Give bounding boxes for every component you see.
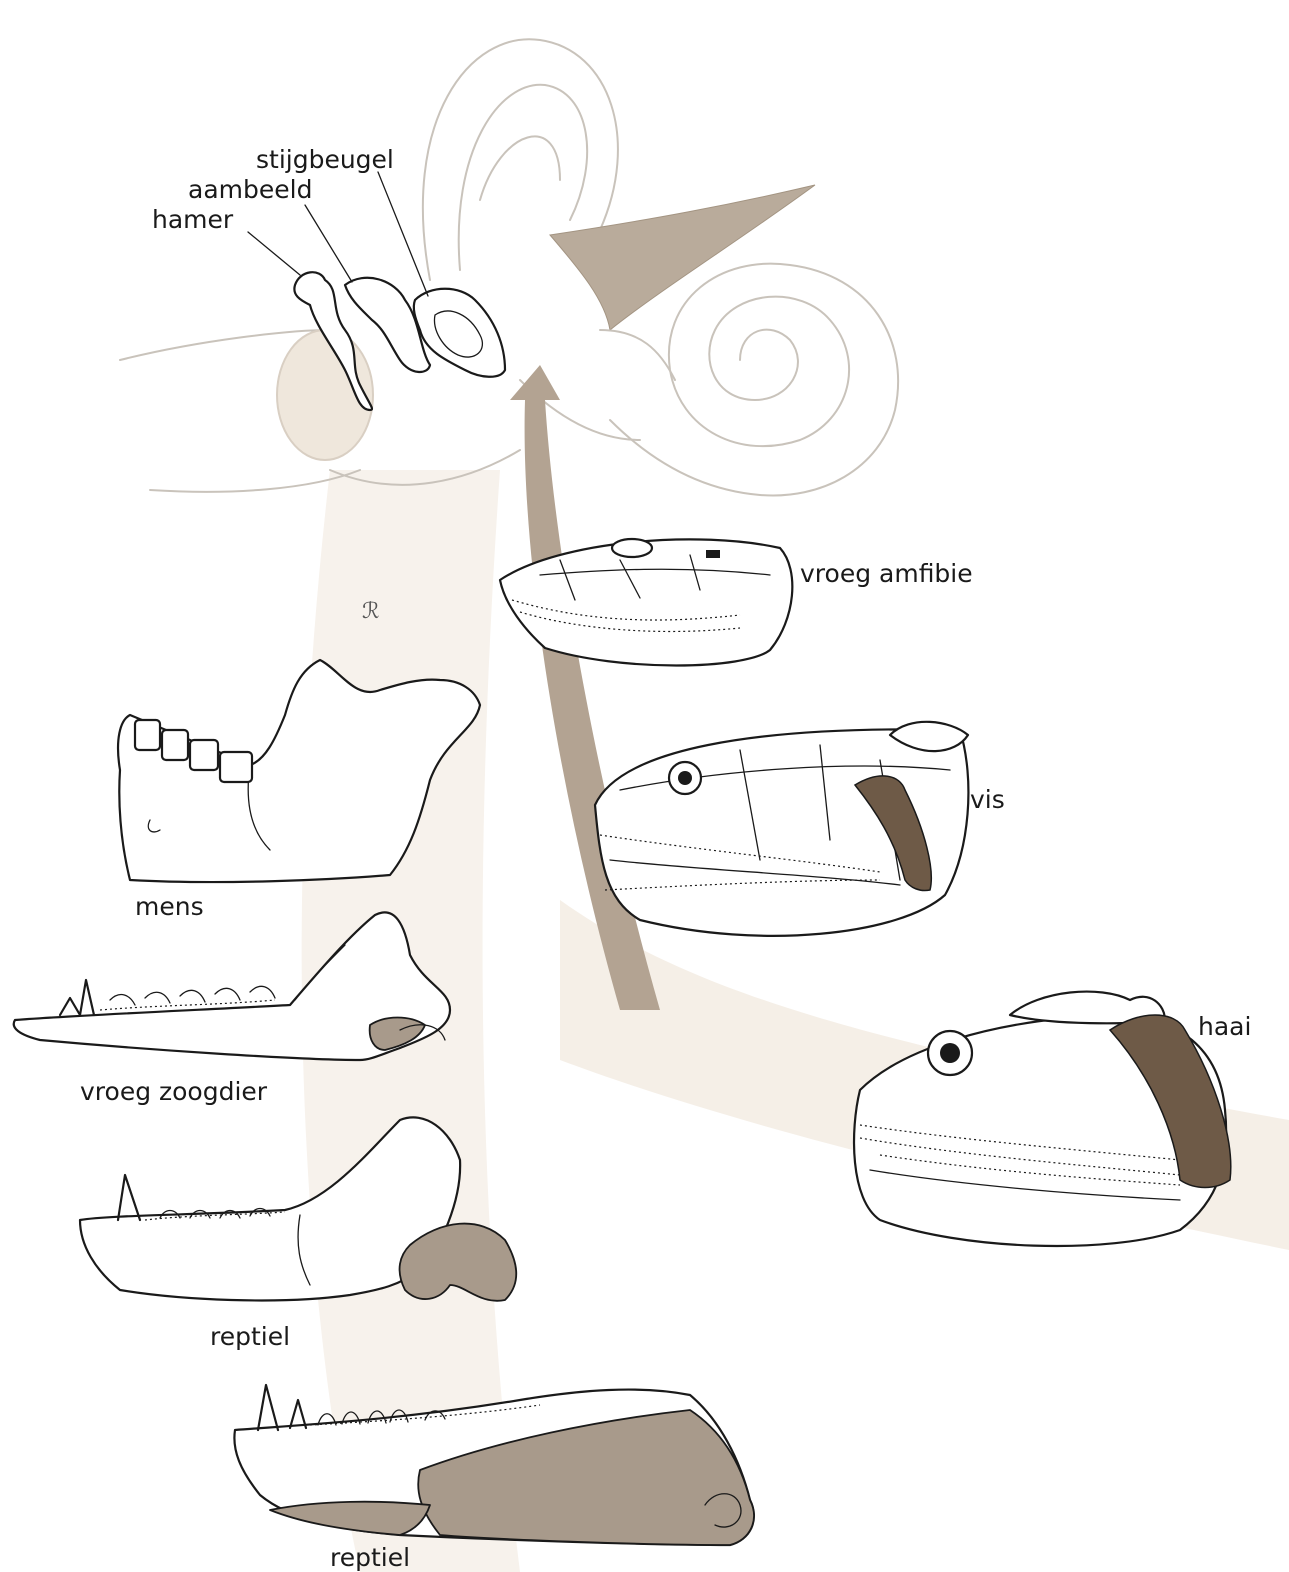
reptile-jaw-1 (80, 1117, 516, 1300)
label-stirrup: stijgbeugel (256, 145, 394, 174)
early-mammal-jaw (14, 912, 450, 1060)
label-reptile-1: reptiel (210, 1322, 290, 1351)
label-early-amphibian: vroeg amfibie (800, 559, 973, 588)
ear-region (120, 39, 898, 495)
reptile-jaw-2 (234, 1385, 754, 1545)
label-shark: haai (1198, 1012, 1251, 1041)
label-hammer: hamer (152, 205, 234, 234)
label-anvil: aambeeld (188, 175, 312, 204)
shark-skull (854, 992, 1231, 1246)
label-fish: vis (970, 785, 1005, 814)
label-early-mammal: vroeg zoogdier (80, 1077, 268, 1106)
small-mark: ℛ (362, 599, 380, 624)
label-reptile-2: reptiel (330, 1543, 410, 1572)
fish-skull (595, 722, 968, 936)
label-human: mens (135, 892, 204, 921)
